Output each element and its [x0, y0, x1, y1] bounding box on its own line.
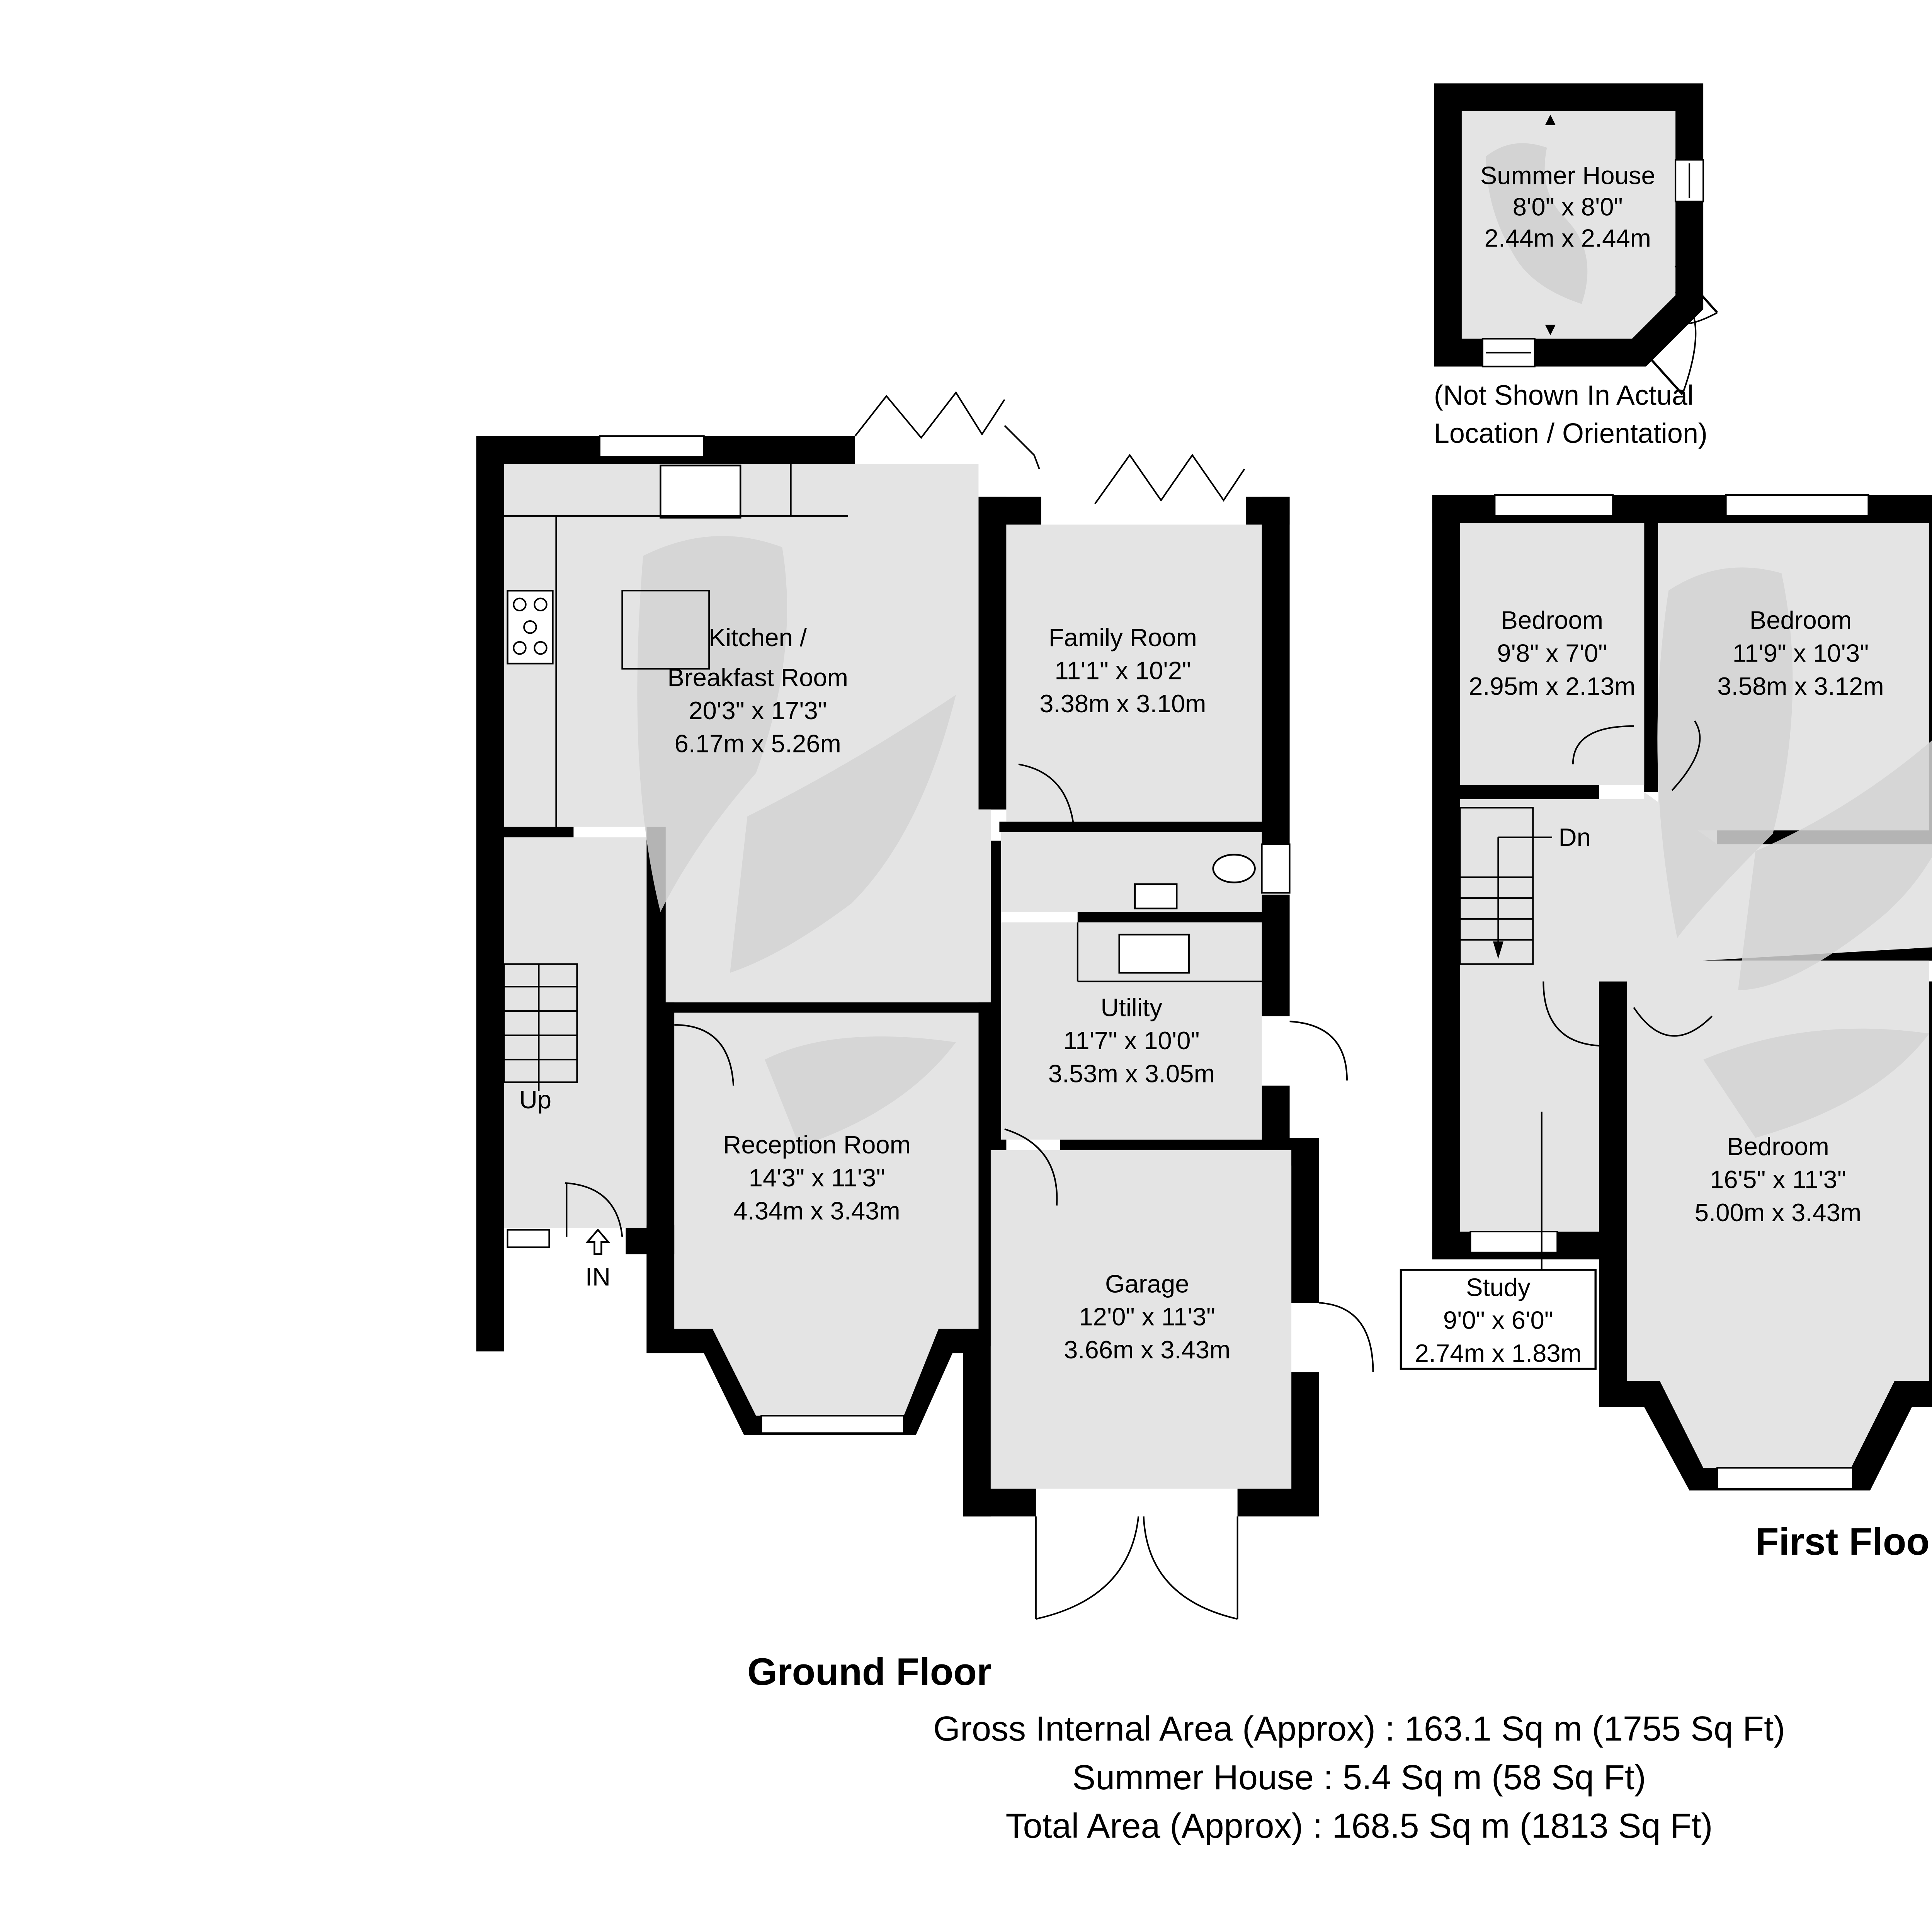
family-room-imperial: 11'1" x 10'2"	[1054, 657, 1191, 685]
stairs-up-label: Up	[519, 1086, 551, 1114]
kitchen-imperial: 20'3" x 17'3"	[689, 696, 827, 725]
bedroom-4-imperial: 16'5" x 11'3"	[1710, 1166, 1846, 1194]
kitchen-name-line2: Breakfast Room	[667, 664, 848, 692]
study-imperial: 9'0" x 6'0"	[1443, 1306, 1553, 1334]
summer-house: Summer House 8'0" x 8'0" 2.44m x 2.44m (…	[1432, 83, 1718, 449]
summer-house-name: Summer House	[1480, 161, 1655, 189]
summer-house-metric: 2.44m x 2.44m	[1485, 224, 1651, 252]
entrance-label: IN	[585, 1263, 611, 1291]
utility-name: Utility	[1101, 994, 1163, 1022]
bedroom-2-name: Bedroom	[1750, 606, 1852, 634]
first-floor-title: First Floor	[1755, 1520, 1932, 1563]
ground-floor-plan: Kitchen / Breakfast Room 20'3" x 17'3" 6…	[476, 391, 1374, 1693]
kitchen-name-line1: Kitchen /	[709, 623, 807, 652]
first-floor-plan: Bedroom 9'8" x 7'0" 2.95m x 2.13m Bedroo…	[1400, 494, 1932, 1563]
bedroom-1-imperial: 9'8" x 7'0"	[1497, 639, 1607, 667]
gross-internal-area: Gross Internal Area (Approx) : 163.1 Sq …	[933, 1710, 1785, 1748]
garage-imperial: 12'0" x 11'3"	[1079, 1303, 1215, 1331]
reception-imperial: 14'3" x 11'3"	[749, 1164, 885, 1192]
study-metric: 2.74m x 1.83m	[1415, 1339, 1582, 1367]
bedroom-1-metric: 2.95m x 2.13m	[1469, 672, 1635, 700]
reception-metric: 4.34m x 3.43m	[733, 1197, 900, 1225]
area-summary: Gross Internal Area (Approx) : 163.1 Sq …	[933, 1710, 1785, 1846]
ground-floor-title: Ground Floor	[747, 1650, 992, 1693]
total-area: Total Area (Approx) : 168.5 Sq m (1813 S…	[1006, 1807, 1713, 1846]
study-label-box	[1400, 1269, 1597, 1370]
family-room-metric: 3.38m x 3.10m	[1039, 689, 1206, 718]
summer-house-imperial: 8'0" x 8'0"	[1513, 192, 1623, 221]
garage-metric: 3.66m x 3.43m	[1064, 1336, 1230, 1364]
garage-name: Garage	[1105, 1269, 1189, 1298]
bedroom-2-imperial: 11'9" x 10'3"	[1733, 639, 1869, 667]
utility-metric: 3.53m x 3.05m	[1048, 1059, 1215, 1087]
summer-house-note-line1: (Not Shown In Actual	[1434, 380, 1694, 411]
bedroom-2-metric: 3.58m x 3.12m	[1717, 672, 1884, 700]
summer-house-note-line2: Location / Orientation)	[1434, 418, 1708, 449]
kitchen-metric: 6.17m x 5.26m	[675, 729, 841, 757]
study-name: Study	[1466, 1273, 1531, 1301]
summer-house-area: Summer House : 5.4 Sq m (58 Sq Ft)	[1072, 1758, 1646, 1797]
family-room-name: Family Room	[1049, 623, 1197, 652]
utility-imperial: 11'7" x 10'0"	[1063, 1026, 1200, 1055]
reception-name: Reception Room	[723, 1131, 911, 1159]
bedroom-4-name: Bedroom	[1727, 1132, 1829, 1160]
bedroom-4-metric: 5.00m x 3.43m	[1695, 1198, 1861, 1227]
bedroom-1-name: Bedroom	[1501, 606, 1603, 634]
stairs-down-label: Dn	[1559, 823, 1591, 851]
